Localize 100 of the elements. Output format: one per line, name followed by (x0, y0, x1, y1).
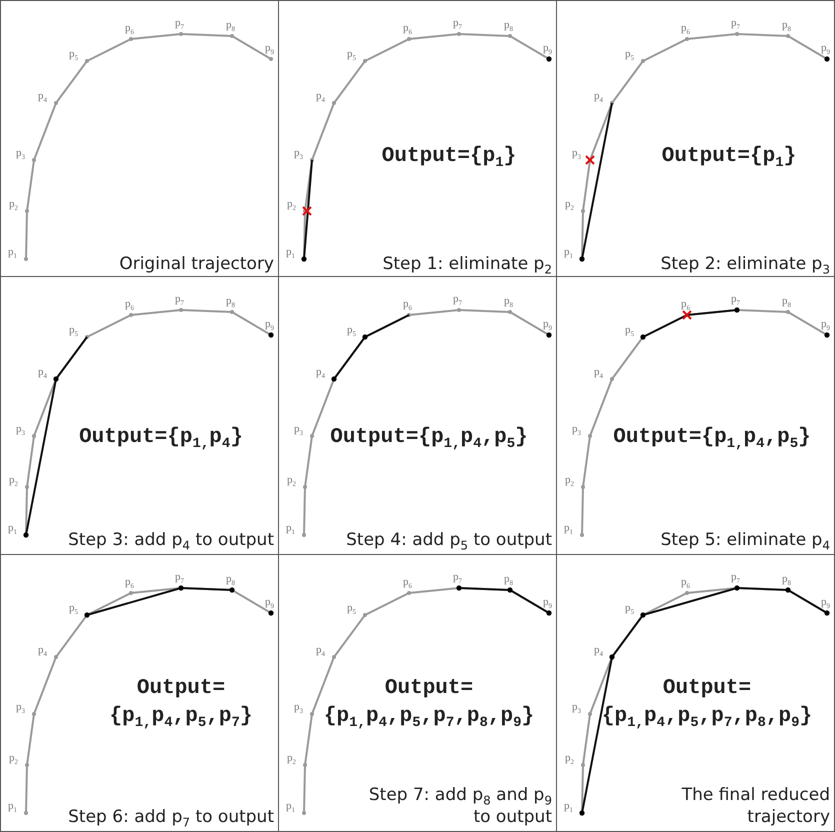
point-label: p$_{7}$ (453, 18, 462, 34)
step-caption: Step 6: add p$_{7}$ to output (68, 806, 274, 828)
point-label: p$_{2}$ (9, 199, 18, 214)
point-label: p$_{5}$ (347, 325, 356, 340)
point-label: p$_{2}$ (9, 475, 18, 490)
point-label: p$_{3}$ (16, 702, 25, 718)
point-label: p$_{6}$ (403, 299, 412, 314)
point-label: p$_{9}$ (821, 597, 830, 612)
point-label: p$_{4}$ (38, 367, 47, 382)
point-label: p$_{2}$ (287, 475, 296, 490)
point-label: p$_{6}$ (125, 299, 134, 314)
step-caption: Step 1: eliminate p$_{2}$ (382, 253, 552, 275)
step-panel (0, 0, 279, 279)
point-label: p$_{8}$ (226, 296, 235, 312)
point-label: p$_{7}$ (731, 294, 740, 310)
point-label: p$_{4}$ (594, 645, 603, 660)
point-label: p$_{9}$ (543, 597, 552, 612)
point-label: p$_{1}$ (286, 801, 295, 816)
point-label: p$_{5}$ (69, 49, 78, 64)
point-label: p$_{2}$ (565, 753, 574, 768)
step-caption: Step 7: add p$_{8}$ and p$_{9}$ to output (368, 784, 552, 828)
output-set-text: Output={p$_{1,}$p$_{4}$,p$_{5}$} (329, 425, 529, 452)
point-label: p$_{2}$ (287, 753, 296, 768)
point-label: p$_{8}$ (504, 296, 513, 312)
step-caption: Step 3: add p$_{4}$ to output (68, 529, 274, 551)
point-label: p$_{6}$ (681, 577, 690, 592)
point-label: p$_{6}$ (403, 577, 412, 592)
point-label: p$_{1}$ (286, 523, 295, 538)
point-label: p$_{5}$ (625, 325, 634, 340)
point-label: p$_{6}$ (681, 23, 690, 38)
point-label: p$_{9}$ (821, 319, 830, 334)
point-label: p$_{7}$ (731, 18, 740, 34)
point-label: p$_{2}$ (565, 475, 574, 490)
point-label: p$_{7}$ (175, 572, 184, 588)
point-label: p$_{7}$ (175, 294, 184, 310)
step-caption: Step 2: eliminate p$_{3}$ (660, 253, 830, 275)
point-label: p$_{4}$ (38, 91, 47, 106)
point-label: p$_{8}$ (782, 20, 791, 36)
point-label: p$_{8}$ (504, 20, 513, 36)
point-label: p$_{3}$ (294, 148, 303, 164)
output-set-text: Output= {p$_{1,}$p$_{4}$,p$_{5}$,p$_{7}$,p$_{8}$,p$_{9}$} (600, 676, 814, 731)
step-caption: The final reduced trajectory (680, 784, 830, 828)
point-label: p$_{1}$ (8, 523, 17, 538)
point-label: p$_{1}$ (564, 247, 573, 262)
point-label: p$_{1}$ (564, 801, 573, 816)
point-label: p$_{2}$ (287, 199, 296, 214)
step-caption: Step 4: add p$_{5}$ to output (346, 529, 552, 551)
point-label: p$_{8}$ (226, 20, 235, 36)
point-label: p$_{3}$ (16, 148, 25, 164)
point-label: p$_{4}$ (316, 645, 325, 660)
point-label: p$_{6}$ (403, 23, 412, 38)
point-label: p$_{9}$ (543, 319, 552, 334)
step-panel (0, 554, 279, 832)
point-label: p$_{4}$ (38, 645, 47, 660)
point-label: p$_{5}$ (69, 603, 78, 618)
output-set-text: Output={p$_{1}$} (660, 144, 798, 171)
step-panel (556, 0, 835, 279)
output-set-text: Output={p$_{1,}$p$_{4}$} (78, 425, 244, 452)
point-label: p$_{2}$ (565, 199, 574, 214)
point-label: p$_{7}$ (175, 18, 184, 34)
point-label: p$_{4}$ (594, 91, 603, 106)
point-label: p$_{3}$ (572, 424, 581, 440)
point-label: p$_{1}$ (286, 247, 295, 262)
point-label: p$_{9}$ (265, 597, 274, 612)
point-label: p$_{3}$ (294, 424, 303, 440)
point-label: p$_{5}$ (347, 49, 356, 64)
point-label: p$_{3}$ (294, 702, 303, 718)
point-label: p$_{2}$ (9, 753, 18, 768)
point-label: p$_{8}$ (782, 296, 791, 312)
point-label: p$_{9}$ (821, 43, 830, 58)
point-label: p$_{3}$ (572, 702, 581, 718)
point-label: p$_{1}$ (564, 523, 573, 538)
point-label: p$_{6}$ (125, 23, 134, 38)
step-caption: Original trajectory (119, 253, 274, 275)
point-label: p$_{1}$ (8, 247, 17, 262)
output-set-text: Output={p$_{1}$} (380, 144, 518, 171)
point-label: p$_{7}$ (731, 572, 740, 588)
step-panel (556, 554, 835, 832)
point-label: p$_{4}$ (316, 91, 325, 106)
point-label: p$_{5}$ (625, 49, 634, 64)
point-label: p$_{8}$ (504, 574, 513, 590)
point-label: p$_{9}$ (543, 43, 552, 58)
step-panel (556, 276, 835, 555)
point-label: p$_{8}$ (782, 574, 791, 590)
point-label: p$_{3}$ (16, 424, 25, 440)
point-label: p$_{9}$ (265, 319, 274, 334)
point-label: p$_{8}$ (226, 574, 235, 590)
point-label: p$_{5}$ (625, 603, 634, 618)
step-panel (0, 276, 279, 555)
point-label: p$_{5}$ (347, 603, 356, 618)
step-caption: Step 5: eliminate p$_{4}$ (660, 529, 830, 551)
output-set-text: Output= {p$_{1,}$p$_{4}$,p$_{5}$,p$_{7}$} (108, 676, 254, 731)
point-label: p$_{6}$ (681, 299, 690, 314)
output-set-text: Output={p$_{1,}$p$_{4}$,p$_{5}$} (612, 425, 812, 452)
output-set-text: Output= {p$_{1,}$p$_{4}$,p$_{5}$,p$_{7}$,p$_{8}$,p$_{9}$} (322, 676, 536, 731)
point-label: p$_{4}$ (594, 367, 603, 382)
point-label: p$_{1}$ (8, 801, 17, 816)
point-label: p$_{5}$ (69, 325, 78, 340)
point-label: p$_{9}$ (265, 43, 274, 58)
point-label: p$_{3}$ (572, 148, 581, 164)
